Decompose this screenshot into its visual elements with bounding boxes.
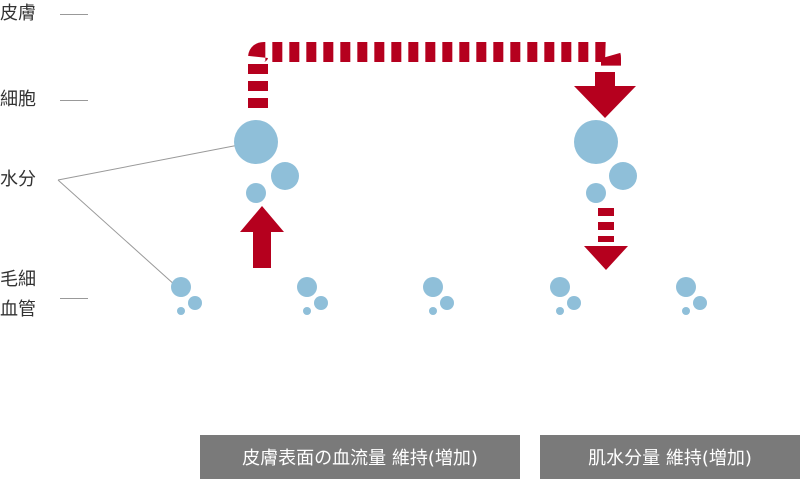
water-leader-to-capillary (57, 179, 177, 287)
capillary-droplets-4 (550, 277, 581, 315)
capillary-droplets-2 (297, 277, 328, 315)
capillary-droplets-5 (676, 277, 707, 315)
label-cell-line (60, 100, 88, 101)
cell-droplet-large-left (234, 120, 278, 164)
label-cell: 細胞 (0, 89, 36, 110)
label-skin-line (60, 14, 88, 15)
up-arrow-stem (253, 230, 271, 268)
caption-blood-flow: 皮膚表面の血流量 維持(増加) (200, 435, 520, 479)
up-arrow (240, 206, 284, 232)
down-dashed-arrow-seg2 (598, 222, 614, 230)
cell-droplet-medium-left (271, 162, 299, 190)
down-dashed-arrow-seg1 (598, 208, 614, 216)
capillary-droplets-3 (423, 277, 454, 315)
cell-droplet-small-left (246, 183, 266, 203)
water-leader-to-cell (57, 143, 245, 181)
label-capillary-line (60, 298, 88, 299)
cell-droplet-medium-right (609, 162, 637, 190)
dashed-top-path (248, 42, 621, 108)
down-arrow-large (574, 86, 636, 118)
down-arrow-large-stem (595, 72, 615, 86)
label-water: 水分 (0, 169, 36, 190)
cell-droplet-large-right (574, 120, 618, 164)
down-dashed-arrow-seg3 (598, 236, 614, 242)
label-capillary-line1: 毛細 (0, 269, 36, 290)
capillary-droplets-1 (171, 277, 202, 315)
label-capillary-line2: 血管 (0, 299, 36, 320)
cell-droplet-small-right (586, 183, 606, 203)
caption-skin-moisture: 肌水分量 維持(増加) (540, 435, 800, 479)
down-dashed-arrow-head (584, 246, 628, 270)
label-skin: 皮膚 (0, 3, 36, 24)
